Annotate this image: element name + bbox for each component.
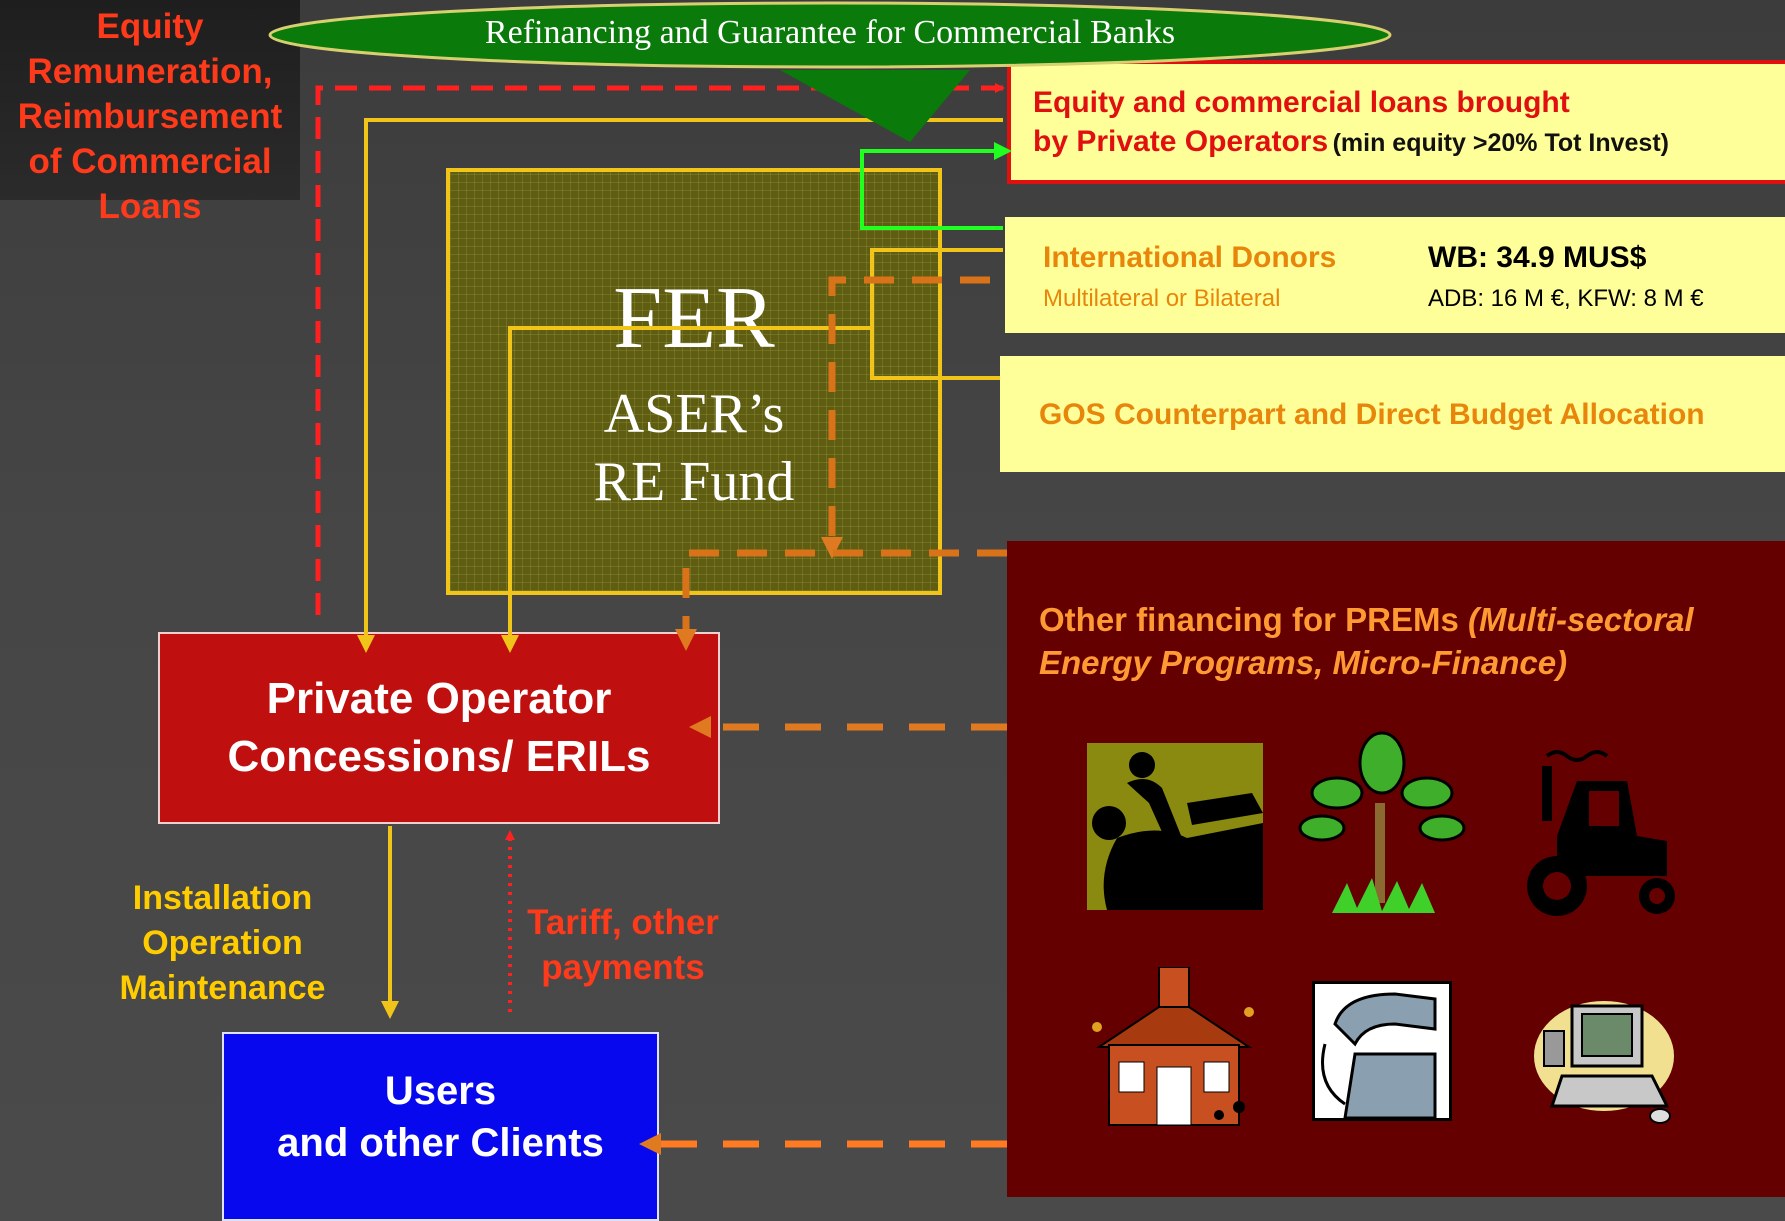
prem-financing-box: Other financing for PREMs (Multi-sectora… [1007, 541, 1785, 1197]
refinancing-bubble [268, 1, 1392, 69]
donors-flow-line [870, 248, 1003, 380]
fund-title: FER [613, 270, 775, 367]
installation-label: Installation Operation Maintenance [100, 876, 345, 1011]
ironing-icon [1087, 743, 1263, 910]
top-left-label-line: of Commercial [28, 142, 272, 181]
top-left-label-line: Reimbursement [17, 97, 283, 136]
prem-title: Other financing for PREMs [1039, 601, 1459, 638]
donors-dashed-line [821, 276, 990, 559]
tariff-label: Tariff, other payments [512, 900, 734, 990]
tractor-icon [1517, 746, 1687, 921]
equity-box-line-2: by Private Operators (min equity >20% To… [1033, 125, 1669, 159]
equity-box-line-2-main: by Private Operators [1033, 125, 1329, 158]
refinancing-line [860, 142, 1012, 230]
users-line-2: and other Clients [277, 1120, 604, 1165]
operator-line-2: Concessions/ ERILs [227, 732, 651, 781]
donors-others: ADB: 16 M €, KFW: 8 M € [1428, 285, 1704, 312]
equity-loans-flow-line [357, 118, 1003, 653]
prem-to-fund-line [675, 549, 1007, 651]
telephone-icon [1312, 981, 1452, 1121]
installation-label-line: Operation [142, 924, 303, 962]
top-left-label-line: Remuneration, [27, 52, 273, 91]
equity-box-note: (min equity >20% Tot Invest) [1332, 129, 1669, 157]
equity-remuneration-line [315, 83, 1005, 615]
gos-box: GOS Counterpart and Direct Budget Alloca… [1000, 356, 1785, 472]
users-box: Users and other Clients [222, 1032, 659, 1221]
fund-line-2: RE Fund [593, 451, 795, 513]
fund-line-1: ASER’s [603, 383, 785, 445]
tariff-label-line: payments [541, 948, 705, 987]
installation-label-line: Installation [132, 879, 313, 917]
private-operator-box: Private Operator Concessions/ ERILs [158, 632, 720, 824]
gos-text: GOS Counterpart and Direct Budget Alloca… [1039, 398, 1705, 431]
donors-title: International Donors [1043, 241, 1337, 274]
donors-wb: WB: 34.9 MUS$ [1428, 241, 1647, 274]
equity-loans-box: Equity and commercial loans brought by P… [1007, 60, 1785, 184]
school-icon [1089, 966, 1259, 1127]
operator-line-1: Private Operator [266, 674, 612, 723]
fund-to-operator-line [501, 326, 872, 653]
prem-title-line: Other financing for PREMs (Multi-sectora… [1039, 601, 1694, 639]
installation-label-line: Maintenance [119, 969, 326, 1007]
fer-fund-box: FER ASER’s RE Fund [446, 168, 942, 595]
prem-line-2: Energy Programs, Micro-Finance) [1039, 644, 1568, 681]
top-left-label: Equity Remuneration, Reimbursement of Co… [0, 0, 300, 226]
users-line-1: Users [384, 1068, 497, 1113]
top-left-label-line: Equity [96, 7, 204, 46]
computer-icon [1532, 996, 1677, 1126]
prem-title-italic: (Multi-sectoral [1468, 601, 1694, 638]
tree-icon [1297, 723, 1467, 913]
top-left-label-line: Loans [98, 187, 202, 226]
refinancing-bubble-tail [780, 70, 970, 142]
equity-box-line-1: Equity and commercial loans brought [1033, 86, 1570, 119]
tariff-label-line: Tariff, other [527, 903, 719, 942]
bubble-text: Refinancing and Guarantee for Commercial… [484, 14, 1176, 51]
donors-subtitle: Multilateral or Bilateral [1043, 285, 1281, 312]
donors-box: International Donors Multilateral or Bil… [1005, 217, 1785, 333]
